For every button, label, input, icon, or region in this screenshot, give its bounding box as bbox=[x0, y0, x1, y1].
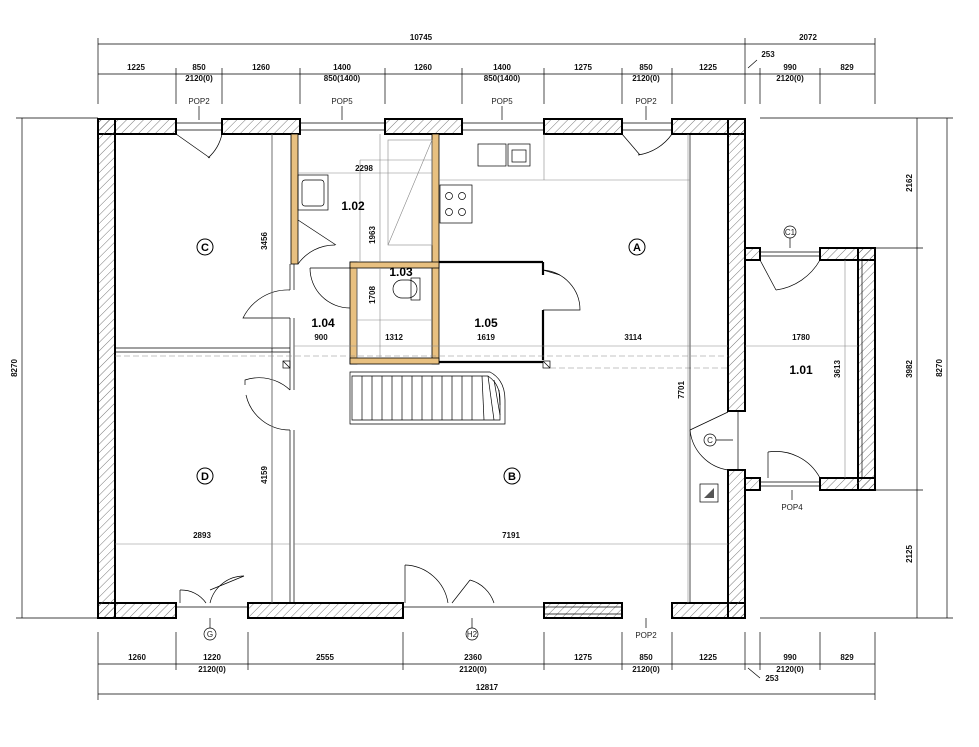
dim-right-2: 3982 bbox=[905, 360, 914, 378]
sill-bottom-4: 2120(0) bbox=[776, 665, 804, 674]
dim-bottom-7: 1225 bbox=[699, 653, 717, 662]
dim-bottom-overall: 12817 bbox=[476, 683, 499, 692]
dim-bottom-8: 990 bbox=[783, 653, 797, 662]
dim-top-2: 850 bbox=[192, 63, 206, 72]
room-1-05: 1.05 bbox=[474, 316, 498, 330]
dim-top-9: 1225 bbox=[699, 63, 717, 72]
sill-top-3: 850(1400) bbox=[484, 74, 521, 83]
dim-2298: 2298 bbox=[355, 164, 373, 173]
opening-top-1: POP2 bbox=[188, 97, 210, 106]
door-mark-c: C bbox=[707, 436, 713, 445]
dim-7191: 7191 bbox=[502, 531, 520, 540]
opening-top-2: POP5 bbox=[331, 97, 353, 106]
dim-900: 900 bbox=[314, 333, 328, 342]
sill-bottom-1: 2120(0) bbox=[198, 665, 226, 674]
dim-offset-bottom: 253 bbox=[765, 674, 779, 683]
dim-top-7: 1275 bbox=[574, 63, 592, 72]
dim-3114: 3114 bbox=[624, 333, 642, 342]
left-dimension: 8270 bbox=[10, 117, 98, 619]
grid-mark-a: A bbox=[633, 242, 641, 254]
dim-7701: 7701 bbox=[677, 381, 686, 399]
dim-top-4: 1400 bbox=[333, 63, 351, 72]
opening-top-4: POP2 bbox=[635, 97, 657, 106]
fixtures bbox=[297, 134, 719, 503]
dim-right-overall: 8270 bbox=[935, 359, 944, 377]
dim-overall-ext: 2072 bbox=[799, 33, 817, 42]
dim-4159: 4159 bbox=[260, 466, 269, 484]
dim-bottom-1: 1260 bbox=[128, 653, 146, 662]
dim-1963: 1963 bbox=[368, 226, 377, 244]
dim-overall-main: 10745 bbox=[410, 33, 433, 42]
room-1-03: 1.03 bbox=[389, 265, 413, 279]
grid-marks: C A D B bbox=[196, 238, 646, 485]
staircase bbox=[349, 371, 506, 425]
dim-bottom-4: 2360 bbox=[464, 653, 482, 662]
room-labels: 1.02 1.03 1.04 1.05 1.01 bbox=[311, 199, 813, 377]
dim-1780: 1780 bbox=[792, 333, 810, 342]
sill-top-1: 2120(0) bbox=[185, 74, 213, 83]
dim-3613: 3613 bbox=[833, 360, 842, 378]
dim-bottom-5: 1275 bbox=[574, 653, 592, 662]
dim-right-3: 2125 bbox=[905, 545, 914, 563]
dim-top-5: 1260 bbox=[414, 63, 432, 72]
dim-1619: 1619 bbox=[477, 333, 495, 342]
sill-bottom-3: 2120(0) bbox=[632, 665, 660, 674]
dim-top-1: 1225 bbox=[127, 63, 145, 72]
dim-bottom-3: 2555 bbox=[316, 653, 334, 662]
dim-1708: 1708 bbox=[368, 286, 377, 304]
dim-top-10: 990 bbox=[783, 63, 797, 72]
room-1-04: 1.04 bbox=[311, 316, 335, 330]
dim-2893: 2893 bbox=[193, 531, 211, 540]
interior-dimension-text: 2298 3456 1963 1708 900 1312 1619 3114 1… bbox=[193, 164, 842, 540]
room-1-01: 1.01 bbox=[789, 363, 813, 377]
sill-top-2: 850(1400) bbox=[324, 74, 361, 83]
sill-bottom-2: 2120(0) bbox=[459, 665, 487, 674]
door-mark-c1: C1 bbox=[785, 228, 796, 237]
dim-bottom-9: 829 bbox=[840, 653, 854, 662]
dim-top-6: 1400 bbox=[493, 63, 511, 72]
grid-mark-c: C bbox=[201, 242, 209, 254]
grid-mark-d: D bbox=[201, 471, 209, 483]
dim-bottom-6: 850 bbox=[639, 653, 653, 662]
door-marks: C1 C POP4 bbox=[703, 225, 803, 512]
opening-bottom-pop2: POP2 bbox=[635, 631, 657, 640]
opening-top-3: POP5 bbox=[491, 97, 513, 106]
top-dimensions: 10745 2072 253 1225 850 1260 1400 1260 1… bbox=[97, 33, 876, 120]
bottom-dimensions: G H2 POP2 1260 1220 2555 2360 1275 850 1… bbox=[97, 618, 876, 700]
dim-left-overall: 8270 bbox=[10, 359, 19, 377]
sill-top-5: 2120(0) bbox=[776, 74, 804, 83]
doors bbox=[175, 133, 821, 604]
interior-dimension-lines bbox=[115, 134, 858, 603]
dim-top-11: 829 bbox=[840, 63, 854, 72]
dim-1312: 1312 bbox=[385, 333, 403, 342]
dim-top-8: 850 bbox=[639, 63, 653, 72]
dim-top-3: 1260 bbox=[252, 63, 270, 72]
opening-bottom-h2: H2 bbox=[467, 630, 478, 639]
dim-bottom-2: 1220 bbox=[203, 653, 221, 662]
right-dimensions: 2162 3982 2125 8270 bbox=[760, 117, 953, 619]
door-mark-pop4: POP4 bbox=[781, 503, 803, 512]
grid-mark-b: B bbox=[508, 471, 516, 483]
dim-right-1: 2162 bbox=[905, 174, 914, 192]
dim-offset-top: 253 bbox=[761, 50, 775, 59]
dim-3456: 3456 bbox=[260, 232, 269, 250]
exterior-walls bbox=[97, 118, 876, 619]
sill-top-4: 2120(0) bbox=[632, 74, 660, 83]
room-1-02: 1.02 bbox=[341, 199, 365, 213]
opening-bottom-g: G bbox=[207, 630, 213, 639]
